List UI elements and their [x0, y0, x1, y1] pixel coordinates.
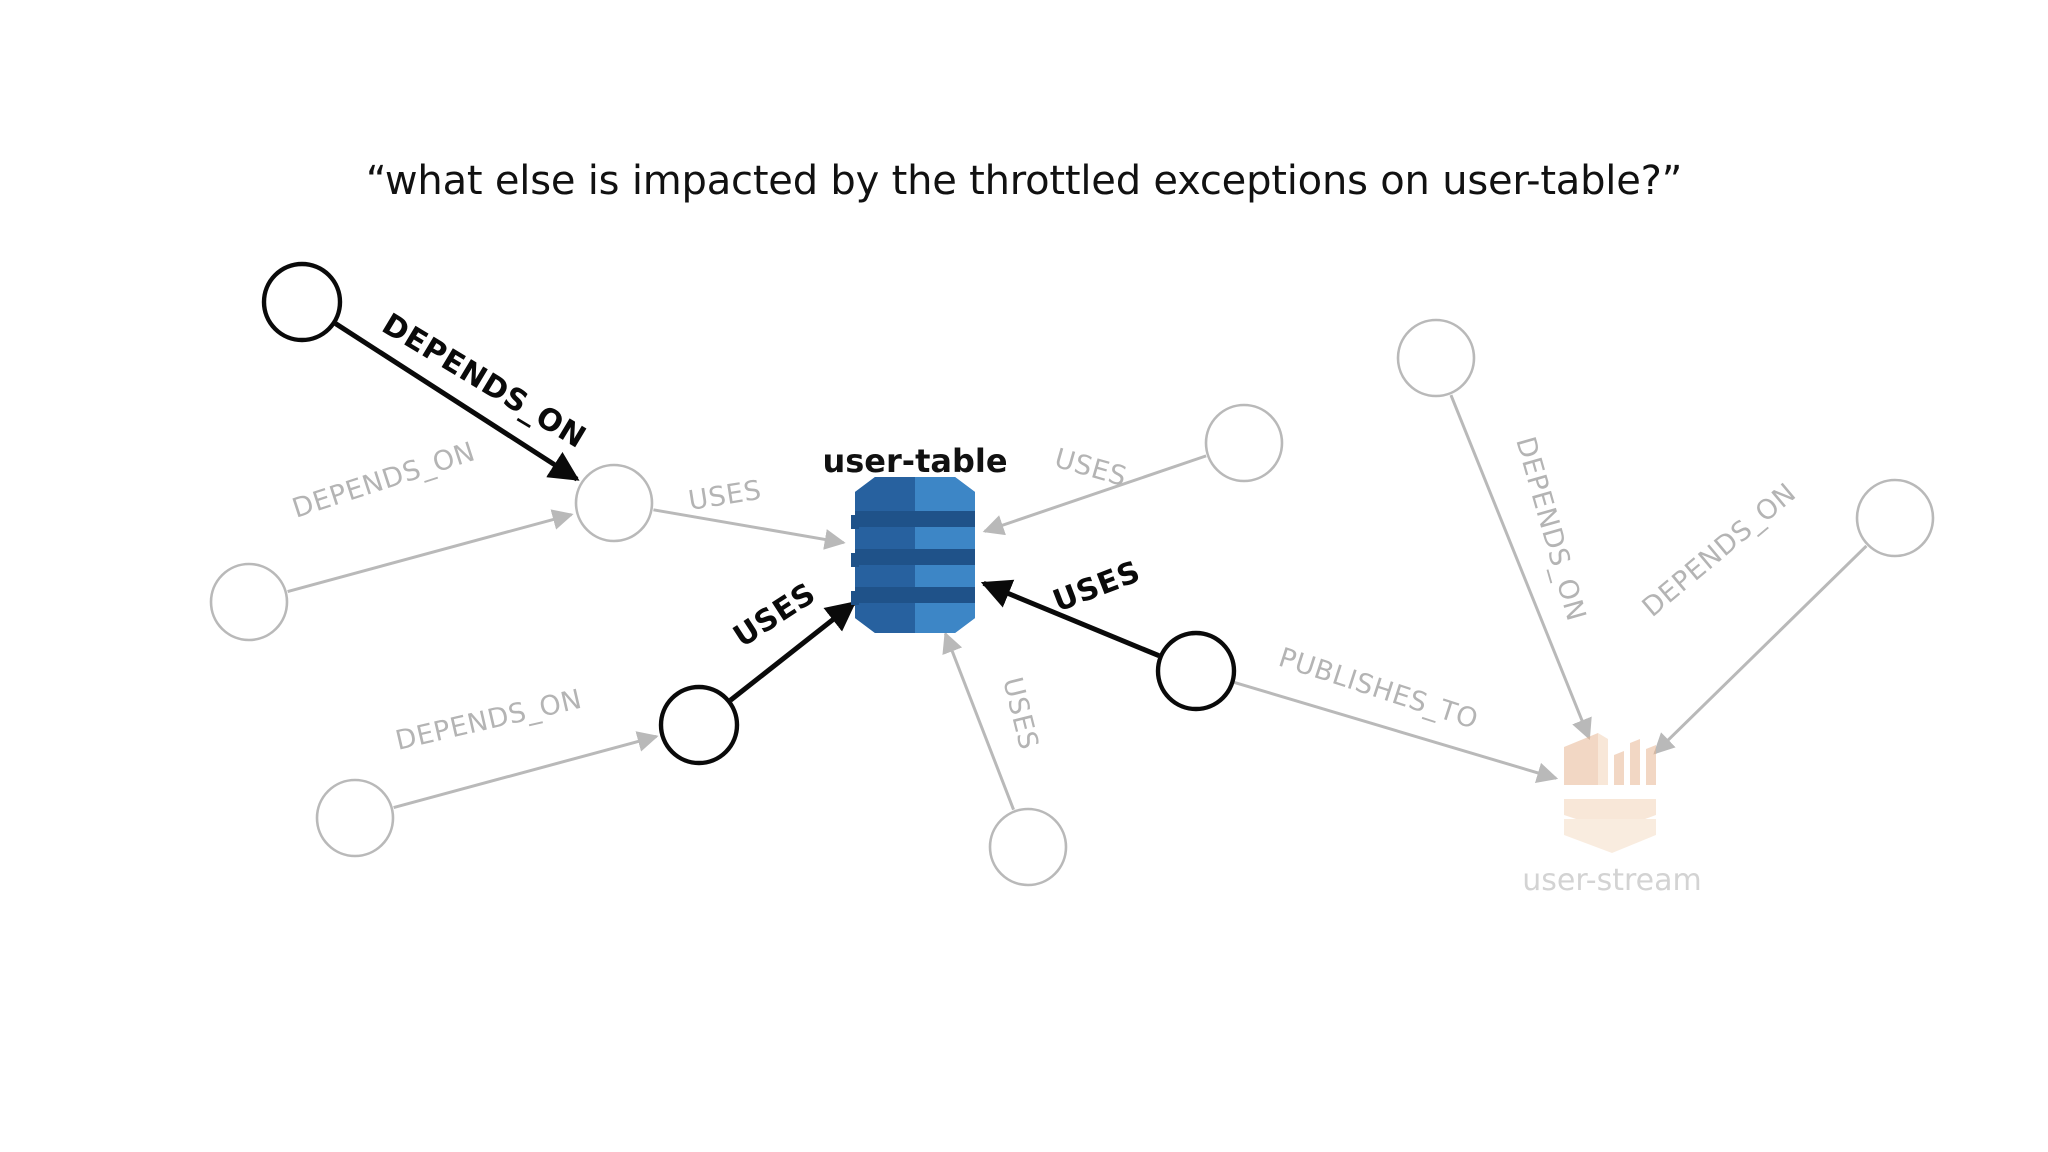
edge-uses-upper-right[interactable]: USES — [982, 443, 1207, 536]
edge-uses-right-mid-label: USES — [1048, 554, 1145, 619]
entity-user-stream[interactable]: user-stream — [1522, 733, 1702, 898]
edge-uses-lower-left-line — [728, 601, 857, 703]
edge-uses-bottom-center[interactable]: USES — [942, 631, 1044, 811]
edge-uses-right-mid[interactable]: USES — [980, 554, 1160, 659]
service-node-bottom-center[interactable] — [988, 807, 1068, 887]
dynamodb-band-2 — [855, 549, 975, 565]
edge-depends-on-bottom-left[interactable]: DEPENDS_ON — [393, 684, 659, 810]
service-node-top-right[interactable] — [1396, 318, 1476, 398]
kinesis-bar-2 — [1630, 739, 1640, 785]
entity-label-user-table: user-table — [822, 442, 1007, 480]
edge-depends-on-top-left-line — [334, 321, 580, 482]
dynamodb-notch-2 — [851, 553, 859, 567]
edge-uses-mid-left-line — [653, 508, 846, 550]
edge-uses-bottom-center-line — [942, 631, 1015, 811]
kinesis-bar-3 — [1646, 745, 1656, 785]
edge-depends-on-top-left-label: DEPENDS_ON — [376, 307, 592, 456]
service-node-right-mid[interactable] — [1155, 630, 1237, 712]
edge-uses-upper-right-label: USES — [1051, 443, 1130, 493]
edge-depends-on-top-right[interactable]: DEPENDS_ON — [1449, 394, 1592, 740]
edge-publishes-to-line — [1233, 680, 1559, 783]
edge-depends-on-far-left-line — [287, 509, 574, 593]
edge-depends-on-far-right-label: DEPENDS_ON — [1637, 477, 1803, 623]
edge-depends-on-far-right-line — [1653, 544, 1868, 755]
service-node-far-right[interactable] — [1855, 478, 1935, 558]
edge-depends-on-top-right-label: DEPENDS_ON — [1509, 433, 1591, 624]
edge-depends-on-far-right[interactable]: DEPENDS_ON — [1637, 477, 1868, 755]
dynamodb-notch-3 — [851, 591, 859, 605]
service-node-upper-right[interactable] — [1204, 403, 1284, 483]
edge-depends-on-bottom-left-line — [393, 731, 659, 810]
edge-uses-mid-left-label: USES — [686, 475, 763, 517]
page-title: “what else is impacted by the throttled … — [365, 158, 1683, 204]
dynamodb-band-3 — [855, 587, 975, 603]
edge-depends-on-far-left-label: DEPENDS_ON — [289, 436, 480, 524]
dynamodb-notch-1 — [851, 515, 859, 529]
entity-user-table[interactable]: user-table — [822, 442, 1008, 633]
edge-uses-bottom-center-label: USES — [996, 674, 1044, 753]
edge-publishes-to[interactable]: PUBLISHES_TO — [1233, 642, 1559, 783]
dynamodb-band-1 — [855, 511, 975, 527]
service-node-mid-left[interactable] — [574, 463, 654, 543]
edge-uses-right-mid-line — [980, 579, 1160, 659]
edge-uses-lower-left[interactable]: USES — [727, 576, 857, 703]
kinesis-slab-2 — [1564, 819, 1656, 853]
edge-depends-on-top-right-line — [1449, 394, 1592, 740]
kinesis-block-large-left — [1564, 733, 1598, 785]
edge-publishes-to-label: PUBLISHES_TO — [1275, 642, 1482, 736]
edge-uses-upper-right-line — [982, 454, 1207, 536]
service-node-top-left[interactable] — [261, 261, 343, 343]
kinesis-block-large-right — [1598, 733, 1608, 785]
edge-depends-on-far-left[interactable]: DEPENDS_ON — [287, 436, 574, 593]
edge-uses-mid-left[interactable]: USES — [653, 475, 846, 550]
entity-label-user-stream: user-stream — [1522, 863, 1701, 898]
node-layer — [209, 261, 1935, 887]
service-node-bottom-left[interactable] — [315, 778, 395, 858]
kinesis-bar-1 — [1614, 751, 1624, 785]
service-node-far-left[interactable] — [209, 562, 289, 642]
edge-uses-lower-left-label: USES — [727, 576, 822, 655]
edge-depends-on-bottom-left-label: DEPENDS_ON — [393, 684, 585, 757]
service-node-lower-left[interactable] — [658, 684, 740, 766]
